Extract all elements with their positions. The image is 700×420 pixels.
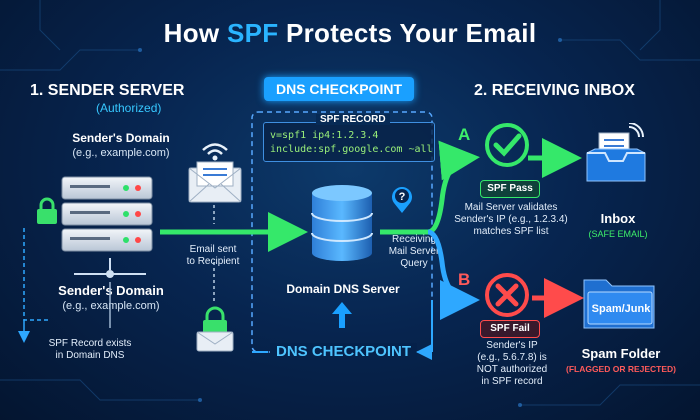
- sender-domain-top: Sender's Domain: [72, 131, 170, 145]
- sender-domain-bottom-example: (e.g., example.com): [62, 300, 160, 312]
- spf-fail-badge: SPF Fail: [480, 320, 540, 338]
- spf-record-line-2: include:spf.google.com ~all: [270, 144, 433, 155]
- spam-folder-sub: (FLAGGED OR REJECTED): [565, 364, 677, 374]
- check-icon: [485, 123, 529, 167]
- spf-record-note: SPF Record exists in Domain DNS: [48, 338, 132, 361]
- pass-description: Mail Server validates Sender's IP (e.g.,…: [454, 202, 568, 237]
- up-arrow-icon: [332, 302, 352, 328]
- dns-checkpoint-bottom: DNS CHECKPOINT: [270, 343, 418, 360]
- sender-status: (Authorized): [96, 101, 162, 115]
- page-title: How SPF Protects Your Email: [163, 18, 537, 48]
- title-accent: SPF: [226, 18, 279, 48]
- envelope-icon: [188, 161, 242, 203]
- spam-folder-label: Spam Folder: [581, 346, 661, 361]
- sender-domain-bottom: Sender's Domain: [58, 283, 164, 298]
- locked-envelope-icon: [196, 306, 234, 352]
- question-icon: ?: [392, 187, 412, 213]
- lock-icon: [37, 197, 57, 224]
- dns-server-label: Domain DNS Server: [286, 282, 400, 296]
- spf-record-box: [263, 122, 435, 162]
- spf-pass-badge: SPF Pass: [480, 180, 540, 198]
- database-icon: [311, 185, 373, 261]
- inbox-tray-icon: [586, 123, 646, 182]
- spf-record-label: SPF RECORD: [316, 114, 390, 125]
- query-label: Receiving Mail Server Query: [388, 234, 440, 269]
- spf-record-line-1: v=spf1 ip4:1.2.3.4: [270, 130, 379, 141]
- fail-description: Sender's IP (e.g., 5.6.7.8) is NOT autho…: [476, 340, 548, 387]
- svg-text:?: ?: [399, 191, 406, 203]
- receiving-heading: 2. RECEIVING INBOX: [474, 82, 635, 99]
- pass-letter: A: [458, 125, 471, 144]
- network-node-icon: [74, 258, 146, 278]
- inbox-label: Inbox: [600, 211, 636, 226]
- dns-checkpoint-top: DNS CHECKPOINT: [264, 77, 414, 101]
- wifi-icon: [202, 143, 228, 161]
- x-icon: [485, 273, 529, 317]
- inbox-sub: (SAFE EMAIL): [588, 229, 648, 239]
- server-icon: [61, 176, 153, 252]
- email-sent-label: Email sent to Recipient: [186, 244, 240, 267]
- folder-icon: [583, 279, 655, 329]
- fail-letter: B: [458, 270, 471, 289]
- sender-heading: 1. SENDER SERVER: [30, 82, 185, 99]
- sender-domain-top-example: (e.g., example.com): [72, 147, 170, 159]
- folder-tab-label: Spam/Junk: [591, 303, 651, 315]
